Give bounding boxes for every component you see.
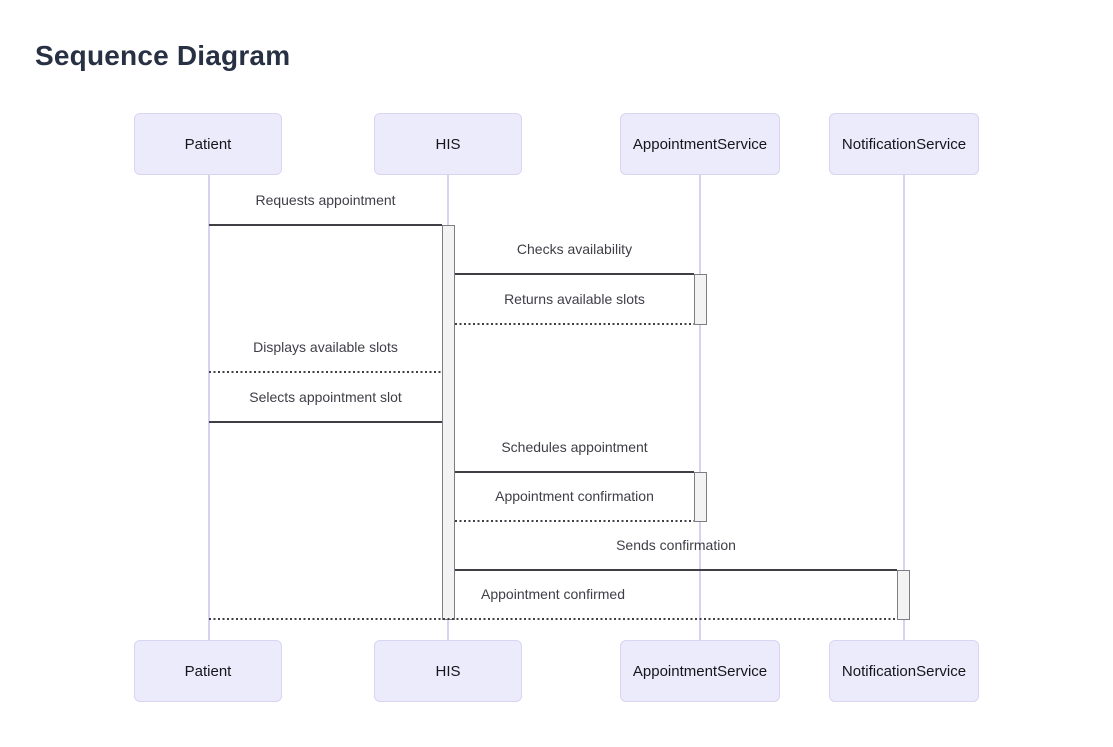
message-line-displays-available-slots [209, 371, 442, 373]
message-label-returns-available-slots: Returns available slots [504, 291, 645, 307]
message-line-schedules-appointment [455, 471, 694, 473]
message-label-displays-available-slots: Displays available slots [253, 339, 398, 355]
actor-box-bottom-notificationservice: NotificationService [829, 640, 979, 702]
message-label-requests-appointment: Requests appointment [255, 192, 396, 208]
message-label-schedules-appointment: Schedules appointment [501, 439, 648, 455]
activation-bar-his [442, 225, 455, 620]
lifeline-patient [208, 175, 210, 640]
message-label-sends-confirmation: Sends confirmation [616, 537, 736, 553]
activation-bar-appointmentservice [694, 274, 707, 325]
lifeline-appointmentservice [699, 175, 701, 640]
lifeline-notificationservice [903, 175, 905, 640]
actor-box-top-his: HIS [374, 113, 522, 175]
message-line-selects-appointment-slot [209, 421, 442, 423]
message-label-checks-availability: Checks availability [516, 241, 633, 257]
message-line-appointment-confirmed [209, 618, 897, 620]
message-line-checks-availability [455, 273, 694, 275]
activation-bar-appointmentservice [694, 472, 707, 522]
message-label-selects-appointment-slot: Selects appointment slot [249, 389, 402, 405]
message-line-requests-appointment [209, 224, 442, 226]
message-label-appointment-confirmed: Appointment confirmed [481, 586, 625, 602]
actor-box-bottom-patient: Patient [134, 640, 282, 702]
activation-bar-notificationservice [897, 570, 910, 620]
actor-box-top-appointmentservice: AppointmentService [620, 113, 780, 175]
message-line-appointment-confirmation [455, 520, 694, 522]
page-title: Sequence Diagram [35, 40, 291, 71]
message-line-sends-confirmation [455, 569, 897, 571]
actor-box-bottom-appointmentservice: AppointmentService [620, 640, 780, 702]
actor-box-bottom-his: HIS [374, 640, 522, 702]
message-label-appointment-confirmation: Appointment confirmation [495, 488, 654, 504]
message-line-returns-available-slots [455, 323, 694, 325]
actor-box-top-notificationservice: NotificationService [829, 113, 979, 175]
actor-box-top-patient: Patient [134, 113, 282, 175]
